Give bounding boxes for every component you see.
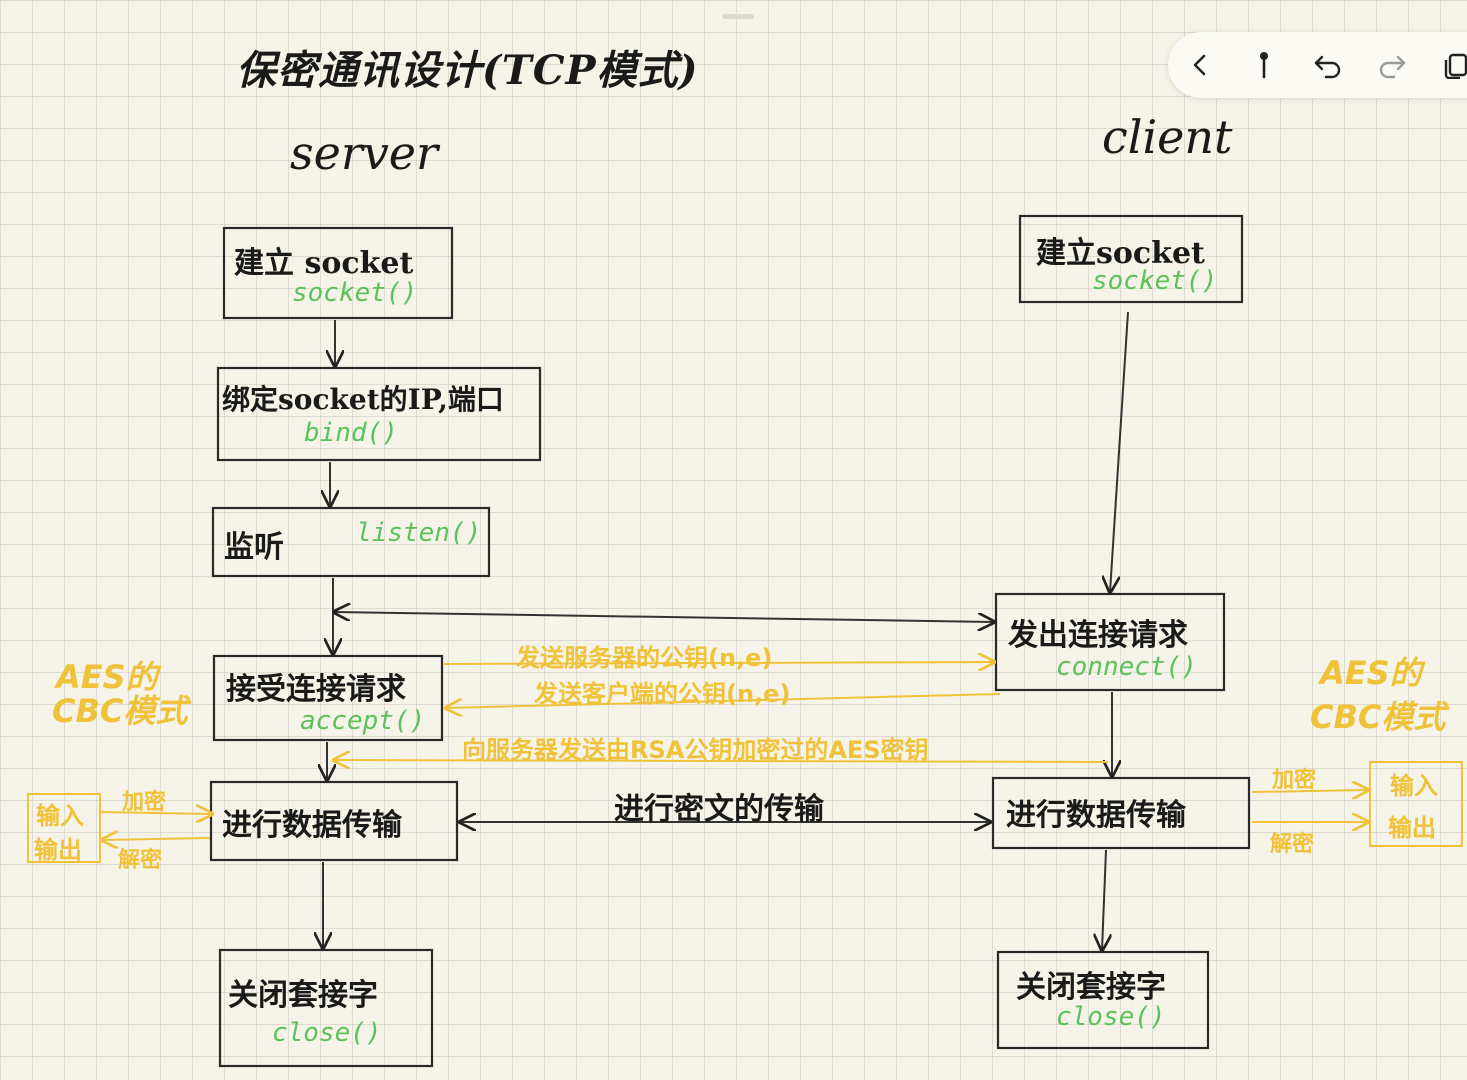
redo-icon[interactable] [1372,45,1412,85]
server-box-socket [222,226,454,320]
server-step-bind-fn: bind() [304,418,398,448]
msg-server-pubkey: 发送服务器的公钥(n,e) [516,644,773,672]
client-step-socket-fn: socket() [1092,266,1218,296]
server-step-close-fn: close() [272,1018,382,1048]
server-step-listen-fn: listen() [356,518,482,548]
top-drag-handle[interactable] [722,14,754,19]
right-io-box [1369,761,1463,847]
server-step-listen-label: 监听 [224,530,284,565]
left-io-input: 输入 [36,802,84,830]
server-step-socket-label: 建立 socket [234,246,414,281]
client-heading: client [1102,110,1233,164]
undo-icon[interactable] [1308,45,1348,85]
left-io-output: 输出 [34,836,82,864]
server-box-close [218,948,434,1068]
server-step-socket-fn: socket() [292,278,418,308]
client-box-transfer [991,776,1251,850]
right-io-output: 输出 [1388,814,1436,842]
chevron-left-icon[interactable] [1180,45,1220,85]
client-step-connect-label: 发出连接请求 [1008,618,1188,653]
server-step-transfer-label: 进行数据传输 [222,808,402,843]
server-step-bind-label: 绑定socket的IP,端口 [222,383,504,416]
left-mode-line1: AES的 [56,658,158,696]
right-mode-line2: CBC模式 [1310,698,1446,736]
drawing-toolbar [1168,32,1467,98]
server-step-accept-fn: accept() [300,706,426,736]
msg-cipher-transfer: 进行密文的传输 [614,792,824,827]
client-step-socket-label: 建立socket [1036,236,1205,271]
server-box-bind [216,366,542,462]
right-io-input: 输入 [1390,772,1438,800]
right-decrypt-label: 解密 [1270,832,1315,857]
copy-icon[interactable] [1436,45,1467,85]
left-mode-line2: CBC模式 [52,692,188,730]
right-mode-line1: AES的 [1320,654,1422,692]
left-encrypt-label: 加密 [122,790,167,815]
right-encrypt-label: 加密 [1272,768,1317,793]
server-box-listen [211,506,491,578]
client-step-transfer-label: 进行数据传输 [1006,798,1186,833]
server-step-accept-label: 接受连接请求 [226,672,406,707]
msg-client-pubkey: 发送客户端的公钥(n,e) [534,680,791,708]
left-io-box [27,793,101,863]
client-step-close-fn: close() [1056,1002,1166,1032]
client-step-connect-fn: connect() [1056,652,1197,682]
left-decrypt-label: 解密 [118,848,163,873]
server-box-accept [212,654,444,742]
client-step-close-label: 关闭套接字 [1016,970,1166,1005]
pen-icon[interactable] [1244,45,1284,85]
msg-aes-key: 向服务器发送由RSA公钥加密过的AES密钥 [462,736,929,764]
page-title: 保密通讯设计(TCP模式) [236,47,699,94]
client-box-socket [1018,214,1244,304]
server-heading: server [290,126,439,180]
server-step-close-label: 关闭套接字 [228,978,378,1013]
